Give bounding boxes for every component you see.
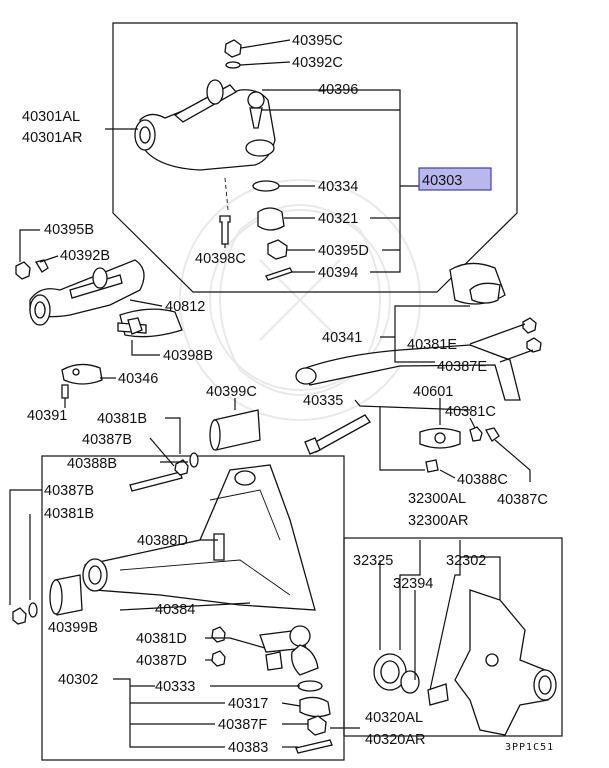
label-40387f[interactable]: 40387F (218, 717, 267, 733)
label-40334[interactable]: 40334 (318, 179, 358, 195)
label-40396[interactable]: 40396 (318, 82, 358, 98)
label-40388d[interactable]: 40388D (137, 533, 188, 549)
label-40399c[interactable]: 40399C (206, 384, 257, 400)
label-40381b-upper[interactable]: 40381B (97, 411, 147, 427)
label-32325[interactable]: 32325 (353, 553, 393, 569)
label-40383[interactable]: 40383 (228, 740, 268, 756)
knuckle-frame (343, 537, 563, 737)
label-40381c[interactable]: 40381C (445, 404, 496, 420)
label-40303[interactable]: 40303 (422, 173, 462, 189)
label-40333[interactable]: 40333 (155, 679, 195, 695)
leader-lines (9, 39, 534, 748)
label-40395d[interactable]: 40395D (318, 243, 369, 259)
label-40321[interactable]: 40321 (318, 211, 358, 227)
label-40301ar[interactable]: 40301AR (22, 130, 82, 146)
label-40391[interactable]: 40391 (27, 408, 67, 424)
label-40601[interactable]: 40601 (413, 384, 453, 400)
knuckle-parts (373, 589, 557, 736)
label-40381d[interactable]: 40381D (136, 631, 187, 647)
upper-arm-left-parts (15, 259, 183, 399)
label-40341[interactable]: 40341 (322, 330, 362, 346)
highlight-box-40303 (418, 167, 492, 191)
label-40387e[interactable]: 40387E (437, 359, 487, 375)
label-40387b-upper[interactable]: 40387B (82, 432, 132, 448)
label-40812[interactable]: 40812 (165, 299, 205, 315)
upper-arm-parts (134, 39, 293, 281)
label-40381e[interactable]: 40381E (407, 337, 457, 353)
label-40398c[interactable]: 40398C (195, 251, 246, 267)
label-40398b[interactable]: 40398B (163, 348, 213, 364)
label-40387d[interactable]: 40387D (136, 653, 187, 669)
label-40392b[interactable]: 40392B (60, 248, 110, 264)
lower-arm-parts (12, 464, 333, 754)
label-40388c[interactable]: 40388C (457, 472, 508, 488)
label-32300ar[interactable]: 32300AR (408, 513, 468, 529)
diagram-code: 3PP1C51 (505, 742, 554, 753)
label-40388b[interactable]: 40388B (67, 456, 117, 472)
label-40392c[interactable]: 40392C (292, 55, 343, 71)
label-40320ar[interactable]: 40320AR (365, 732, 425, 748)
label-40394[interactable]: 40394 (318, 265, 358, 281)
label-32302[interactable]: 32302 (446, 553, 486, 569)
label-32394[interactable]: 32394 (393, 576, 433, 592)
part-labels: 40395C 40392C 40396 40301AL 40301AR 4033… (22, 33, 554, 756)
label-32300al[interactable]: 32300AL (408, 491, 466, 507)
strut-parts (295, 262, 542, 401)
lower-bushing-parts (129, 409, 500, 492)
label-40384[interactable]: 40384 (155, 602, 195, 618)
label-40387c[interactable]: 40387C (497, 492, 548, 508)
label-40335[interactable]: 40335 (303, 393, 343, 409)
label-40399b[interactable]: 40399B (48, 620, 98, 636)
label-40395c[interactable]: 40395C (292, 33, 343, 49)
label-40346[interactable]: 40346 (118, 371, 158, 387)
label-40381b-lower[interactable]: 40381B (44, 506, 94, 522)
label-40395b[interactable]: 40395B (44, 222, 94, 238)
label-40302[interactable]: 40302 (58, 672, 98, 688)
label-40320al[interactable]: 40320AL (365, 710, 423, 726)
upper-arm-frame (112, 22, 518, 293)
label-40301al[interactable]: 40301AL (22, 109, 80, 125)
label-40387b-lower[interactable]: 40387B (44, 483, 94, 499)
label-40317[interactable]: 40317 (228, 696, 268, 712)
